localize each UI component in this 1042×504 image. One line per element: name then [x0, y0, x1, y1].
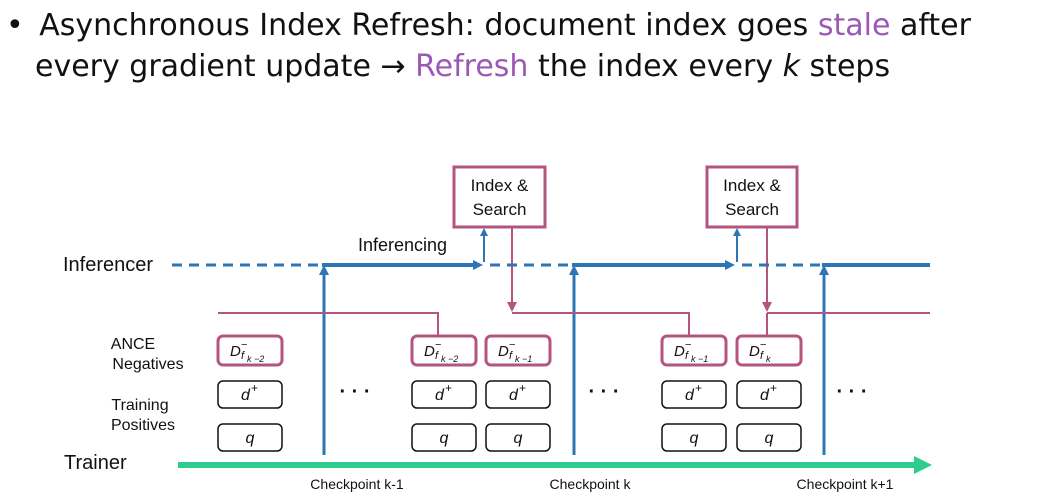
training-label-line2: Positives: [111, 417, 175, 434]
ellipsis-1: · · ·: [339, 381, 370, 403]
bullet-line2-middle: the index every: [528, 49, 783, 84]
bullet-glyph: •: [6, 8, 24, 43]
positive-sup: +: [770, 381, 777, 395]
inferencer-label: Inferencer: [63, 254, 153, 276]
ance-label-line2: Negatives: [112, 356, 183, 373]
index-box-2-line2: Search: [725, 200, 779, 219]
index-search-box-1: Index & Search: [452, 165, 547, 229]
neg-sup: −: [509, 339, 515, 351]
neg-f: f: [435, 350, 439, 362]
query-q: q: [514, 430, 523, 447]
ellipsis-3: · · ·: [836, 381, 867, 403]
neg-f: f: [760, 350, 764, 362]
neg-subscript: k −1: [515, 354, 532, 364]
query-box: q: [485, 423, 551, 452]
positive-d: d: [685, 387, 695, 404]
inferencing-label: Inferencing: [358, 235, 447, 255]
positive-d: d: [760, 387, 770, 404]
query-box: q: [217, 423, 283, 452]
neg-sup: −: [760, 339, 766, 351]
training-positive-box: d+: [736, 380, 802, 409]
neg-d: D: [674, 343, 685, 360]
positive-sup: +: [695, 381, 702, 395]
trainer-arrowhead: [914, 456, 932, 474]
checkpoint-k-label: Checkpoint k: [550, 476, 632, 492]
neg-d: D: [498, 343, 509, 360]
query-box: q: [411, 423, 477, 452]
index-box-1-line1: Index &: [471, 176, 529, 195]
query-q: q: [765, 430, 774, 447]
training-label-line1: Training: [111, 397, 168, 414]
bullet-line1-suffix: after: [899, 8, 971, 43]
neg-sup: −: [241, 339, 247, 351]
index-box-2-line1: Index &: [723, 176, 781, 195]
bullet-line2-prefix: every gradient update →: [35, 49, 416, 84]
bullet-line-1: • Asynchronous Index Refresh: document i…: [6, 8, 971, 44]
positive-d: d: [509, 387, 519, 404]
trainer-label: Trainer: [64, 452, 127, 474]
positive-d: d: [435, 387, 445, 404]
training-positive-box: d+: [661, 380, 727, 409]
neg-f: f: [241, 350, 245, 362]
bullet-k: k: [782, 49, 801, 84]
neg-f: f: [509, 350, 513, 362]
ellipsis-2: · · ·: [588, 381, 619, 403]
index-box-1-line2: Search: [473, 200, 527, 219]
ance-label-line1: ANCE: [111, 336, 155, 353]
neg-subscript: k: [766, 354, 771, 364]
bullet-line2-suffix: steps: [800, 49, 891, 84]
neg-sup: −: [685, 339, 691, 351]
bullet-line-2: every gradient update → Refresh the inde…: [35, 49, 890, 85]
neg-subscript: k −1: [691, 354, 708, 364]
checkpoint-k-plus-1-label: Checkpoint k+1: [797, 476, 894, 492]
negatives-timeline: [218, 312, 930, 337]
bullet-line1-prefix: Asynchronous Index Refresh: document ind…: [39, 8, 809, 43]
training-positive-box: d+: [485, 380, 551, 409]
training-positive-box: d+: [217, 380, 283, 409]
neg-d: D: [749, 343, 760, 360]
positive-sup: +: [251, 381, 258, 395]
query-q: q: [440, 430, 449, 447]
positive-sup: +: [445, 381, 452, 395]
index-search-box-2: Index & Search: [705, 165, 799, 229]
query-box: q: [736, 423, 802, 452]
query-q: q: [690, 430, 699, 447]
neg-f: f: [685, 350, 689, 362]
refresh-word: Refresh: [415, 49, 529, 84]
stale-word: stale: [817, 8, 891, 43]
neg-sup: −: [435, 339, 441, 351]
neg-subscript: k −2: [247, 354, 264, 364]
training-positive-box: d+: [411, 380, 477, 409]
checkpoint-k-1-label: Checkpoint k-1: [310, 476, 404, 492]
query-q: q: [246, 430, 255, 447]
positive-d: d: [241, 387, 251, 404]
neg-d: D: [230, 343, 241, 360]
positive-sup: +: [519, 381, 526, 395]
query-box: q: [661, 423, 727, 452]
neg-d: D: [424, 343, 435, 360]
neg-subscript: k −2: [441, 354, 458, 364]
